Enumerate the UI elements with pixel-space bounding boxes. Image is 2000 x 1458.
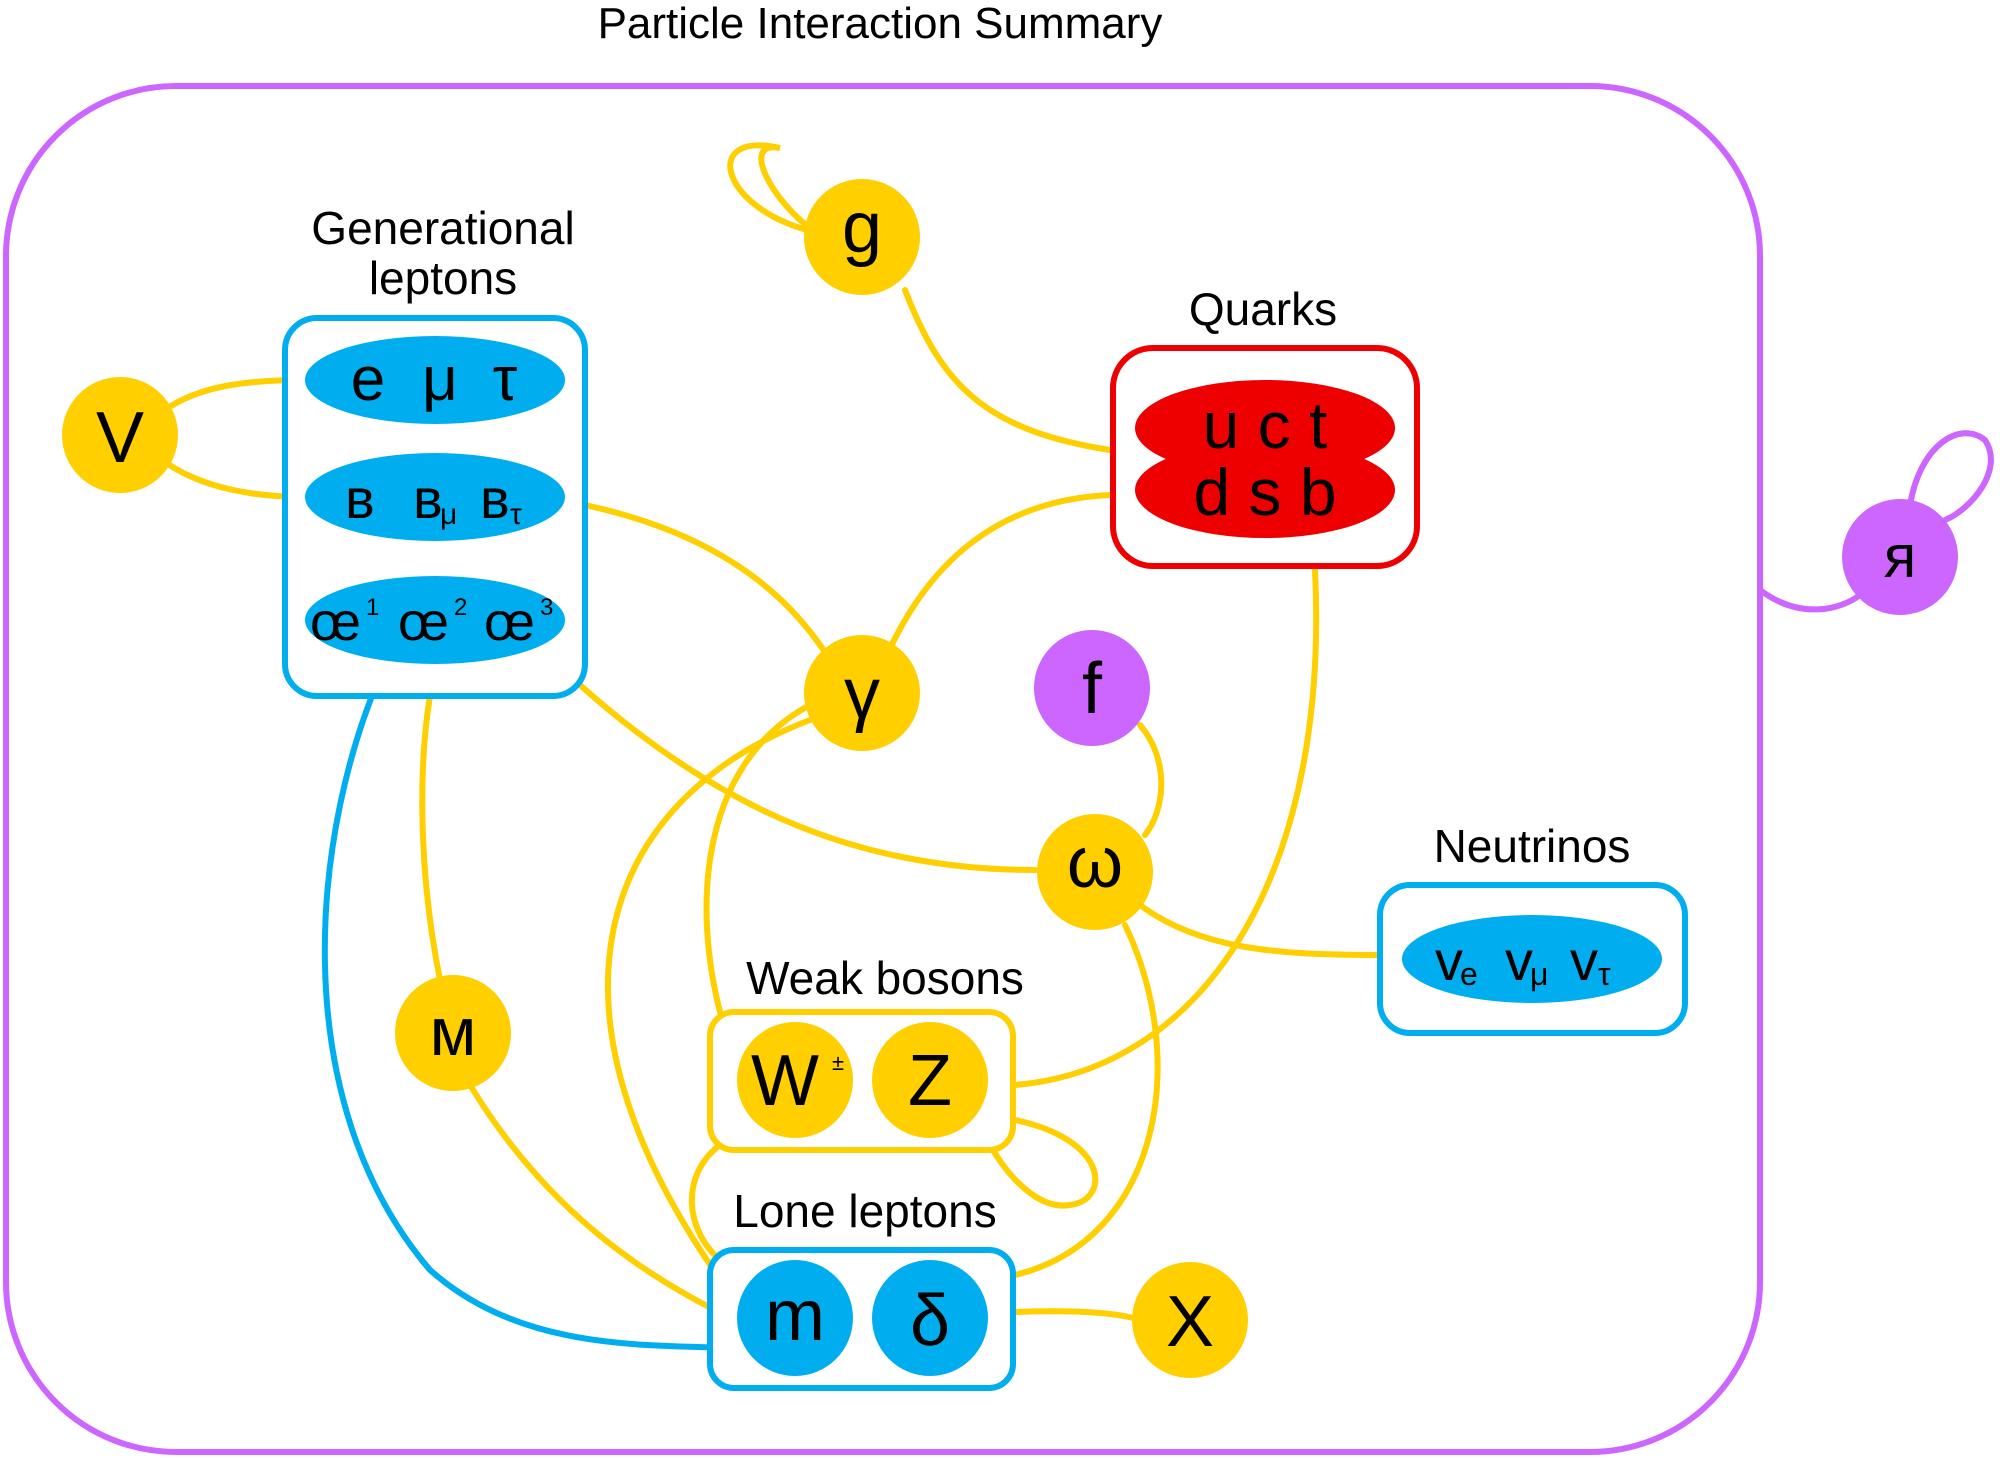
edge-gamma-w	[703, 697, 823, 1048]
omega-node	[1037, 814, 1153, 930]
gluon-node	[804, 179, 920, 295]
edge-outer-ya	[1757, 587, 1863, 613]
z-boson-symbol: Z	[908, 1041, 952, 1121]
diagram-title: Particle Interaction Summary	[598, 0, 1163, 48]
f-node-symbol: f	[1082, 649, 1103, 729]
edge-delta-x	[1012, 1308, 1136, 1321]
outer-container	[3, 83, 1763, 1455]
x-node	[1132, 1262, 1248, 1378]
generational-row3-ellipse	[305, 576, 565, 664]
edge-quarks-z	[1012, 567, 1320, 1088]
lepton-vmu-sub: μ	[440, 498, 457, 531]
gluon-symbol: g	[842, 188, 882, 268]
photon-node	[804, 635, 920, 751]
weak-bosons-label: Weak bosons	[746, 952, 1024, 1004]
edge-f-omega	[1137, 722, 1165, 838]
lepton-vtau-symbol: в	[480, 467, 510, 530]
lepton-mu: μ	[422, 345, 458, 414]
photon-symbol: γ	[844, 654, 880, 734]
neutrino-mu-sub: μ	[1530, 956, 1548, 992]
lepton-oe1-sup: 1	[366, 594, 379, 621]
neutrino-tau-sub: τ	[1598, 956, 1611, 992]
w-boson-sup: ±	[832, 1050, 844, 1075]
neutrino-e-symbol: v	[1435, 929, 1463, 992]
w-boson-symbol: W	[751, 1041, 819, 1121]
lepton-tau: τ	[493, 345, 518, 414]
lepton-oe2-symbol: œ	[398, 592, 449, 652]
edge-g-loop	[727, 142, 818, 235]
omega-symbol: ω	[1067, 823, 1123, 903]
edge-omega-delta	[1012, 922, 1161, 1278]
f-node	[1034, 630, 1150, 746]
lepton-oe1-symbol: œ	[310, 592, 361, 652]
edge-gen-omega	[577, 682, 1038, 873]
w-boson-node	[737, 1022, 853, 1138]
quarks-row1-text: u c t	[1203, 388, 1328, 462]
standalone-nodes: V g γ f ω м X я	[62, 179, 1958, 1378]
edge-g-quarks	[902, 287, 1113, 453]
m-lepton-node	[737, 1260, 853, 1376]
group-generational-leptons: Generational leptons e μ τ в в μ в τ œ 1…	[282, 202, 588, 699]
edge-mboson-m	[467, 1082, 738, 1323]
neutrino-mu-symbol: v	[1505, 929, 1533, 992]
edge-gamma-quarks	[884, 492, 1113, 658]
neutrinos-ellipse	[1402, 915, 1662, 1003]
edge-weak-loop	[987, 1117, 1099, 1209]
group-neutrinos: Neutrinos v e v μ v τ	[1377, 820, 1688, 1036]
edge-gen-m	[321, 662, 743, 1351]
edge-weak-lone	[688, 1142, 723, 1263]
lepton-e: e	[351, 345, 385, 414]
m-boson-symbol: м	[430, 994, 477, 1070]
edge-omega-neutrinos	[1137, 902, 1383, 958]
lepton-vtau-sub: τ	[510, 498, 522, 531]
delta-lepton-node	[872, 1260, 988, 1376]
v-node-symbol: V	[96, 398, 144, 478]
edge-gamma-m	[604, 717, 813, 1303]
lone-leptons-label: Lone leptons	[733, 1185, 996, 1237]
z-boson-node	[872, 1022, 988, 1138]
v-node	[62, 377, 178, 493]
x-node-symbol: X	[1166, 1282, 1214, 1362]
lepton-vmu-symbol: в	[413, 467, 443, 530]
ya-node-symbol: я	[1884, 523, 1917, 590]
m-lepton-symbol: m	[765, 1276, 825, 1356]
edge-gen-gamma	[582, 502, 833, 663]
group-lone-leptons: Lone leptons m δ	[707, 1185, 1016, 1391]
edges	[162, 142, 1994, 1351]
group-quarks: Quarks u c t d s b	[1110, 283, 1420, 569]
group-weak-bosons: Weak bosons W ± Z	[707, 952, 1024, 1153]
edge-gen-mboson	[419, 667, 443, 983]
lepton-ve-symbol: в	[345, 467, 375, 530]
generational-label-line2: leptons	[369, 252, 517, 304]
lepton-oe3-symbol: œ	[484, 592, 535, 652]
generational-label-line1: Generational	[311, 202, 574, 254]
ya-node	[1842, 499, 1958, 615]
neutrinos-label: Neutrinos	[1434, 820, 1631, 872]
generational-row2-ellipse	[305, 453, 565, 541]
quarks-row2-text: d s b	[1193, 455, 1336, 529]
lepton-oe2-sup: 2	[454, 594, 467, 621]
edge-ya-loop	[1907, 430, 1994, 523]
lepton-oe3-sup: 3	[540, 594, 553, 621]
delta-lepton-symbol: δ	[910, 1281, 950, 1361]
neutrino-e-sub: e	[1460, 956, 1478, 992]
quarks-row2-ellipse	[1135, 442, 1395, 538]
m-boson-node	[395, 975, 511, 1091]
generational-row1-ellipse	[305, 336, 565, 424]
quarks-label: Quarks	[1189, 283, 1337, 335]
neutrino-tau-symbol: v	[1570, 929, 1598, 992]
